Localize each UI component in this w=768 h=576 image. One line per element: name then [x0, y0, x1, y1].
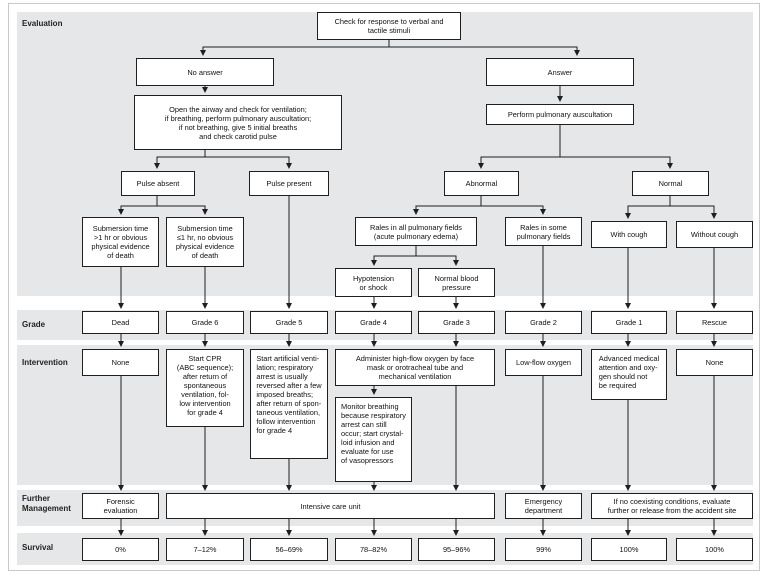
- row-label-grade: Grade: [22, 320, 46, 329]
- grade-1-box: Grade 1: [591, 311, 667, 334]
- row-label-intervention: Intervention: [22, 358, 68, 367]
- intervention-low-flow-oxygen-box: Low-flow oxygen: [505, 349, 582, 376]
- intervention-high-flow-oxygen-box: Administer high-flow oxygen by face mask…: [335, 349, 495, 386]
- survival-grade-1-box: 100%: [591, 538, 667, 561]
- grade-dead-box: Dead: [82, 311, 159, 334]
- survival-grade-5-box: 56–69%: [250, 538, 328, 561]
- no-answer-box: No answer: [136, 58, 274, 86]
- grade-5-box: Grade 5: [250, 311, 328, 334]
- row-label-survival: Survival: [22, 543, 54, 552]
- check-response-box: Check for response to verbal and tactile…: [317, 12, 461, 40]
- emergency-department-box: Emergency department: [505, 493, 582, 519]
- grade-4-box: Grade 4: [335, 311, 412, 334]
- normal-box: Normal: [632, 171, 709, 196]
- survival-rescue-box: 100%: [676, 538, 753, 561]
- intensive-care-unit-box: Intensive care unit: [166, 493, 495, 519]
- intervention-none-rescue-box: None: [676, 349, 753, 376]
- release-from-site-box: If no coexisting conditions, evaluate fu…: [591, 493, 753, 519]
- intervention-none-dead-box: None: [82, 349, 159, 376]
- survival-dead-box: 0%: [82, 538, 159, 561]
- intervention-start-cpr-box: Start CPR (ABC sequence); after return o…: [166, 349, 244, 427]
- without-cough-box: Without cough: [676, 221, 753, 248]
- grade-3-box: Grade 3: [418, 311, 495, 334]
- intervention-artificial-ventilation-box: Start artificial venti- lation; respirat…: [250, 349, 328, 459]
- row-label-evaluation: Evaluation: [22, 19, 63, 28]
- hypotension-box: Hypotension or shock: [335, 268, 412, 297]
- submersion-under-1hr-box: Submersion time ≤1 hr, no obvious physic…: [166, 217, 244, 267]
- figure-frame: [8, 3, 760, 571]
- grade-2-box: Grade 2: [505, 311, 582, 334]
- intervention-advanced-attention-box: Advanced medical attention and oxy- gen …: [591, 349, 667, 400]
- abnormal-box: Abnormal: [444, 171, 519, 196]
- pulse-absent-box: Pulse absent: [121, 171, 195, 196]
- perform-auscultation-box: Perform pulmonary auscultation: [486, 104, 634, 125]
- intervention-monitor-breathing-box: Monitor breathing because respiratory ar…: [335, 397, 412, 482]
- answer-box: Answer: [486, 58, 634, 86]
- with-cough-box: With cough: [591, 221, 667, 248]
- pulse-present-box: Pulse present: [249, 171, 329, 196]
- open-airway-box: Open the airway and check for ventilatio…: [134, 95, 342, 150]
- rales-some-fields-box: Rales in some pulmonary fields: [505, 217, 582, 246]
- rales-all-fields-box: Rales in all pulmonary fields (acute pul…: [355, 217, 477, 246]
- survival-grade-6-box: 7–12%: [166, 538, 244, 561]
- grade-rescue-box: Rescue: [676, 311, 753, 334]
- normal-blood-pressure-box: Normal blood pressure: [418, 268, 495, 297]
- forensic-evaluation-box: Forensic evaluation: [82, 493, 159, 519]
- survival-grade-2-box: 99%: [505, 538, 582, 561]
- survival-grade-4-box: 78–82%: [335, 538, 412, 561]
- survival-grade-3-box: 95–96%: [418, 538, 495, 561]
- grade-6-box: Grade 6: [166, 311, 244, 334]
- submersion-over-1hr-box: Submersion time >1 hr or obvious physica…: [82, 217, 159, 267]
- row-label-further-management: Further Management: [22, 494, 71, 513]
